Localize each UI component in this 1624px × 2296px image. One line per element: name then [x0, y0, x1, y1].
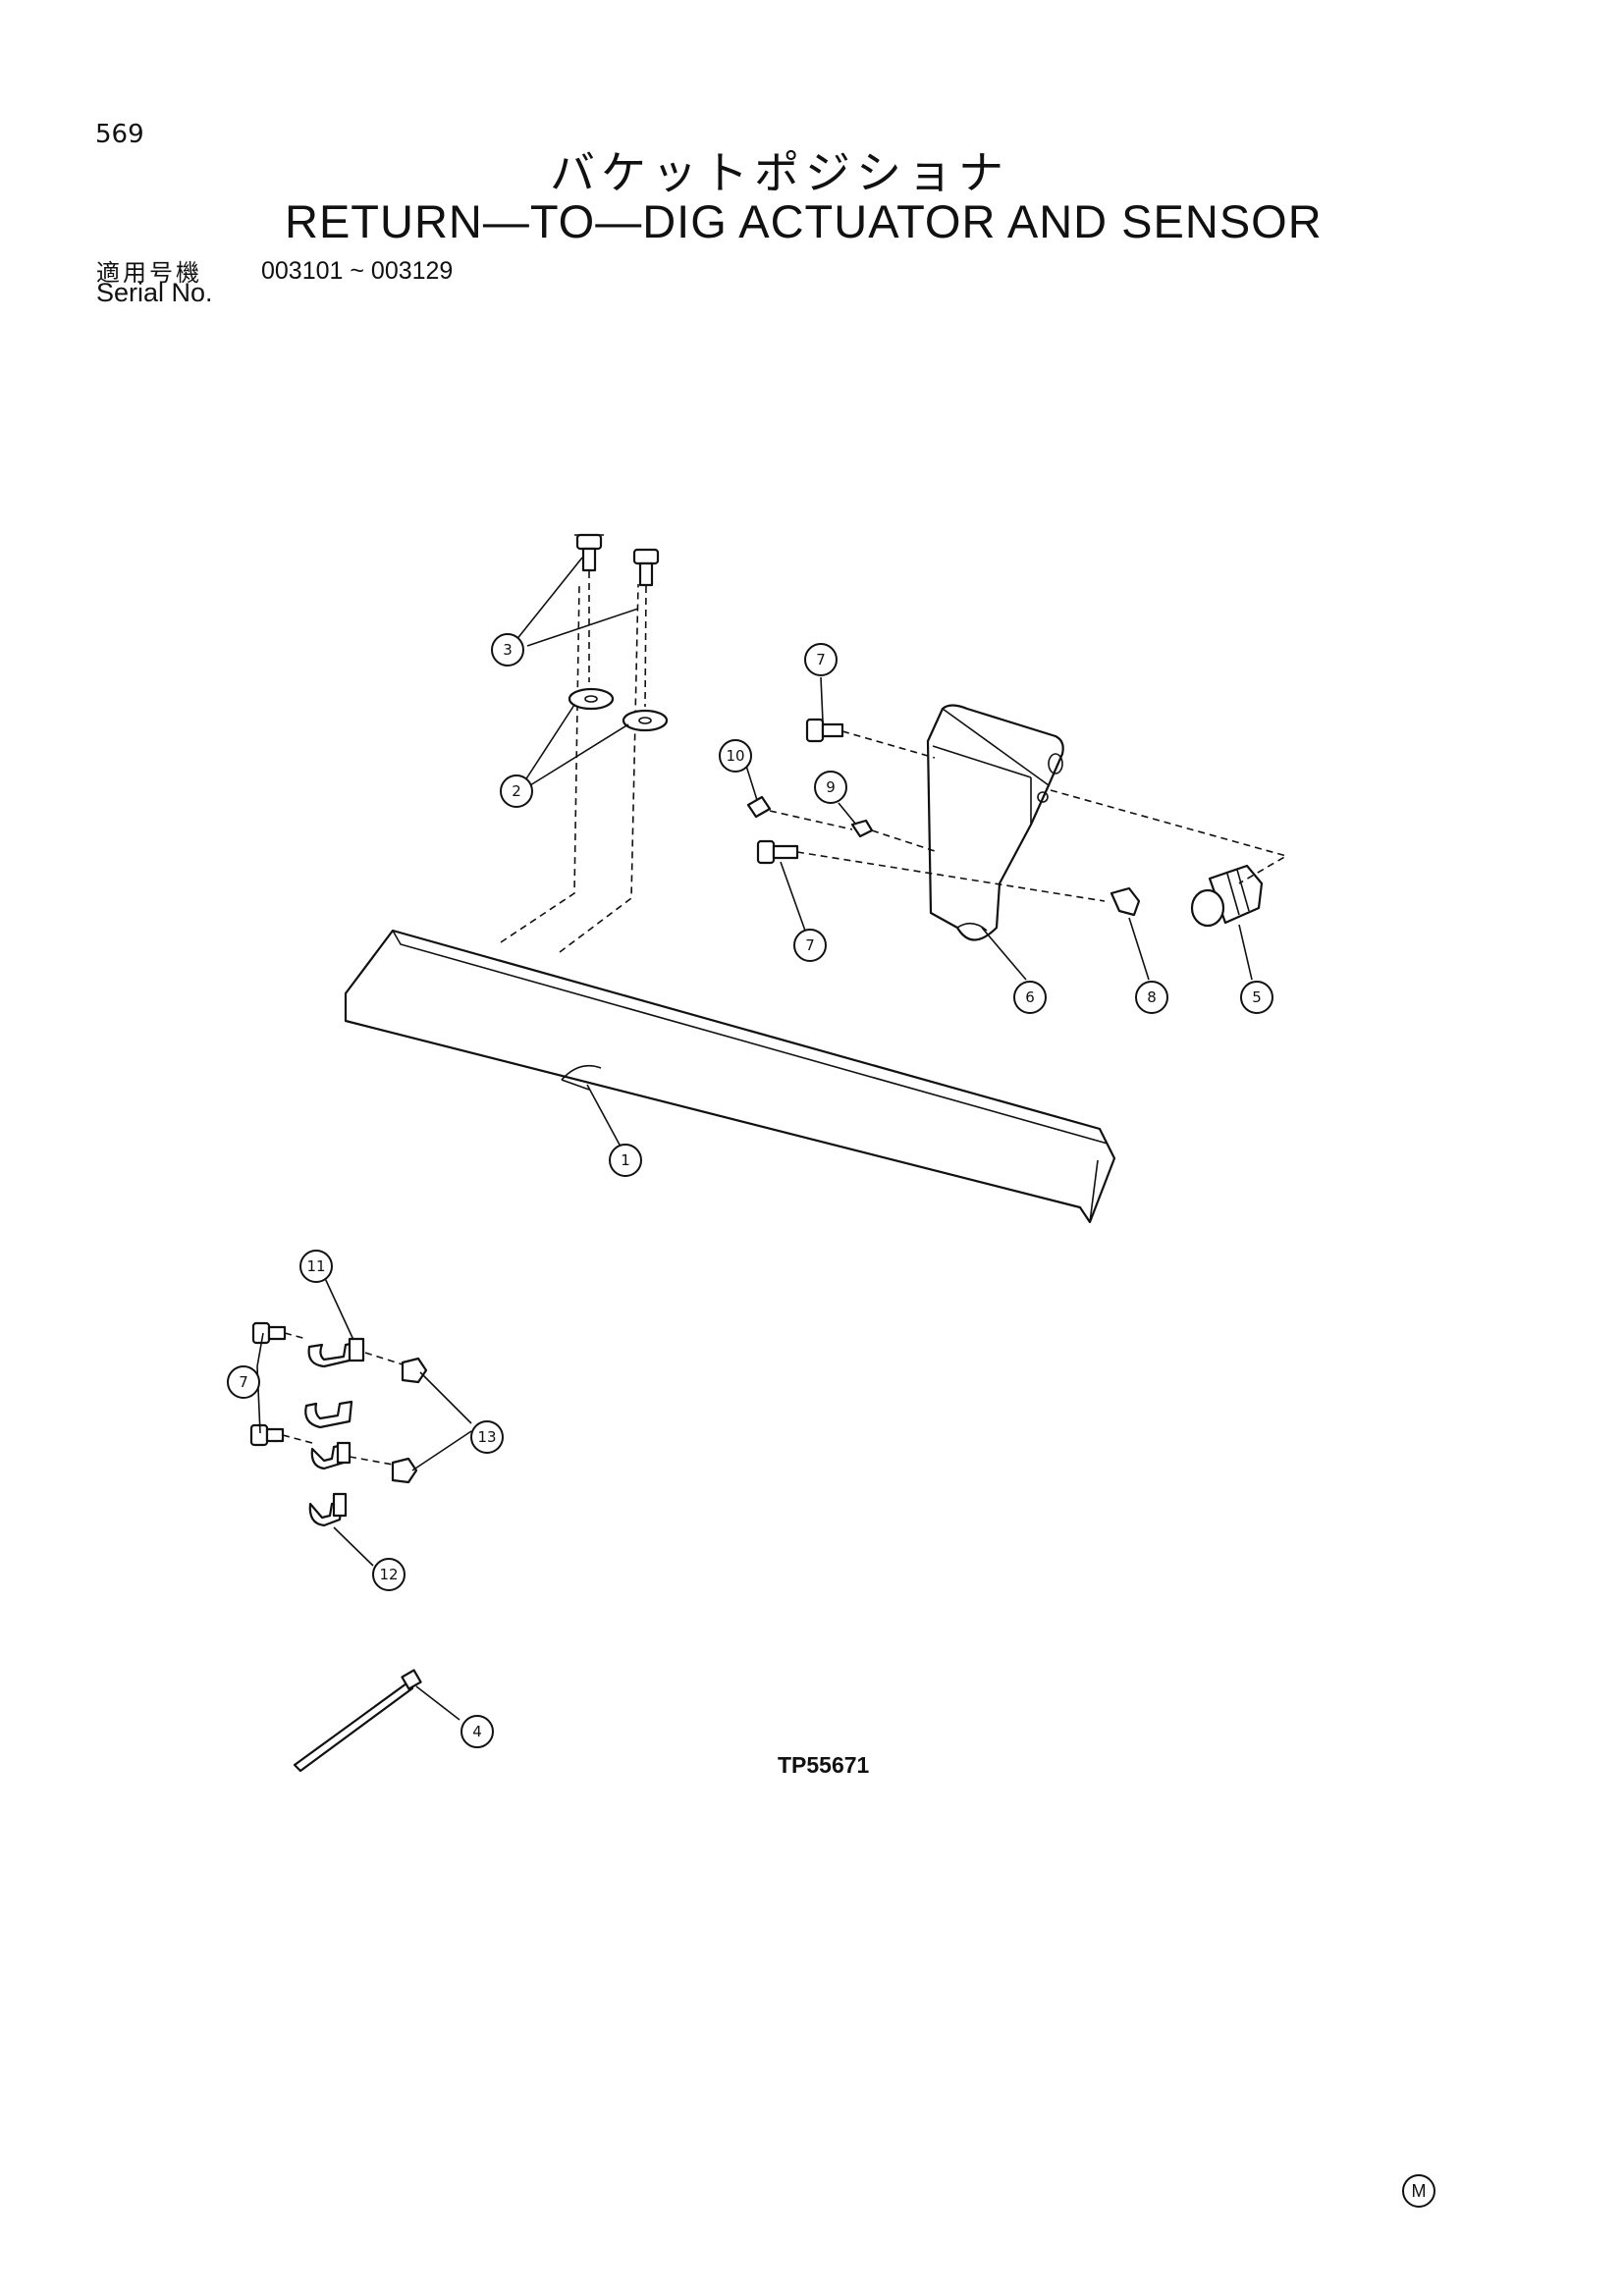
- svg-text:1: 1: [621, 1151, 630, 1169]
- svg-text:12: 12: [379, 1566, 398, 1583]
- svg-text:13: 13: [477, 1428, 496, 1446]
- callout-7-mid: 7: [793, 929, 827, 962]
- serial-label-japanese: 適用号機: [96, 259, 202, 287]
- bolt-part-7b: [756, 839, 799, 865]
- fitting-part-10: [746, 795, 772, 819]
- cable-tie-part: [293, 1669, 422, 1773]
- svg-text:2: 2: [512, 782, 521, 800]
- svg-text:7: 7: [805, 936, 815, 954]
- callout-12: 12: [372, 1558, 406, 1591]
- bolt-part-3a: [574, 533, 604, 572]
- callout-8: 8: [1135, 981, 1168, 1014]
- bolt-part-7c: [251, 1321, 287, 1345]
- page-number: 569: [95, 120, 144, 149]
- sensor-part: [1190, 864, 1264, 928]
- connector-part-8: [1110, 886, 1141, 917]
- svg-text:6: 6: [1025, 988, 1035, 1006]
- svg-text:10: 10: [726, 747, 744, 765]
- serial-range: 003101 ~ 003129: [261, 257, 454, 285]
- title-english: RETURN—TO—DIG ACTUATOR AND SENSOR: [285, 195, 1323, 247]
- callout-7-lower: 7: [227, 1365, 260, 1399]
- clamp-part-12: [308, 1492, 348, 1527]
- callout-10: 10: [719, 739, 752, 773]
- svg-text:9: 9: [826, 778, 836, 796]
- svg-text:3: 3: [503, 641, 513, 659]
- cover-plate-part: [344, 929, 1116, 1224]
- sensor-bracket-part: [926, 704, 1064, 941]
- bolt-part-3b: [632, 548, 660, 587]
- callout-5: 5: [1240, 981, 1273, 1014]
- clamp-part-11b: [304, 1400, 353, 1429]
- callout-6: 6: [1013, 981, 1047, 1014]
- serial-label: Serial No.: [96, 278, 213, 307]
- washer-part-2a: [568, 687, 615, 711]
- svg-text:7: 7: [816, 651, 826, 668]
- svg-text:7: 7: [239, 1373, 248, 1391]
- maker-mark: M: [1402, 2174, 1435, 2208]
- drawing-code: TP55671: [778, 1752, 870, 1778]
- nut-part-13b: [391, 1457, 418, 1484]
- svg-text:8: 8: [1147, 988, 1157, 1006]
- nut-part-13a: [401, 1357, 428, 1384]
- title-japanese: バケットポジショナ: [550, 146, 1009, 199]
- callout-4: 4: [460, 1715, 494, 1748]
- clamp-part-12a: [310, 1441, 352, 1470]
- clamp-part-11: [307, 1337, 365, 1368]
- callout-11: 11: [299, 1250, 333, 1283]
- callout-9: 9: [814, 771, 847, 804]
- svg-text:4: 4: [472, 1723, 482, 1740]
- callout-2: 2: [500, 774, 533, 808]
- bolt-part-7d: [249, 1423, 285, 1447]
- bolt-part-7a: [805, 718, 844, 743]
- callout-13: 13: [470, 1420, 504, 1454]
- callout-1: 1: [609, 1144, 642, 1177]
- callout-7-upper: 7: [804, 643, 838, 676]
- callout-3: 3: [491, 633, 524, 667]
- svg-text:11: 11: [306, 1257, 325, 1275]
- svg-text:5: 5: [1252, 988, 1262, 1006]
- washer-part-2b: [622, 709, 669, 732]
